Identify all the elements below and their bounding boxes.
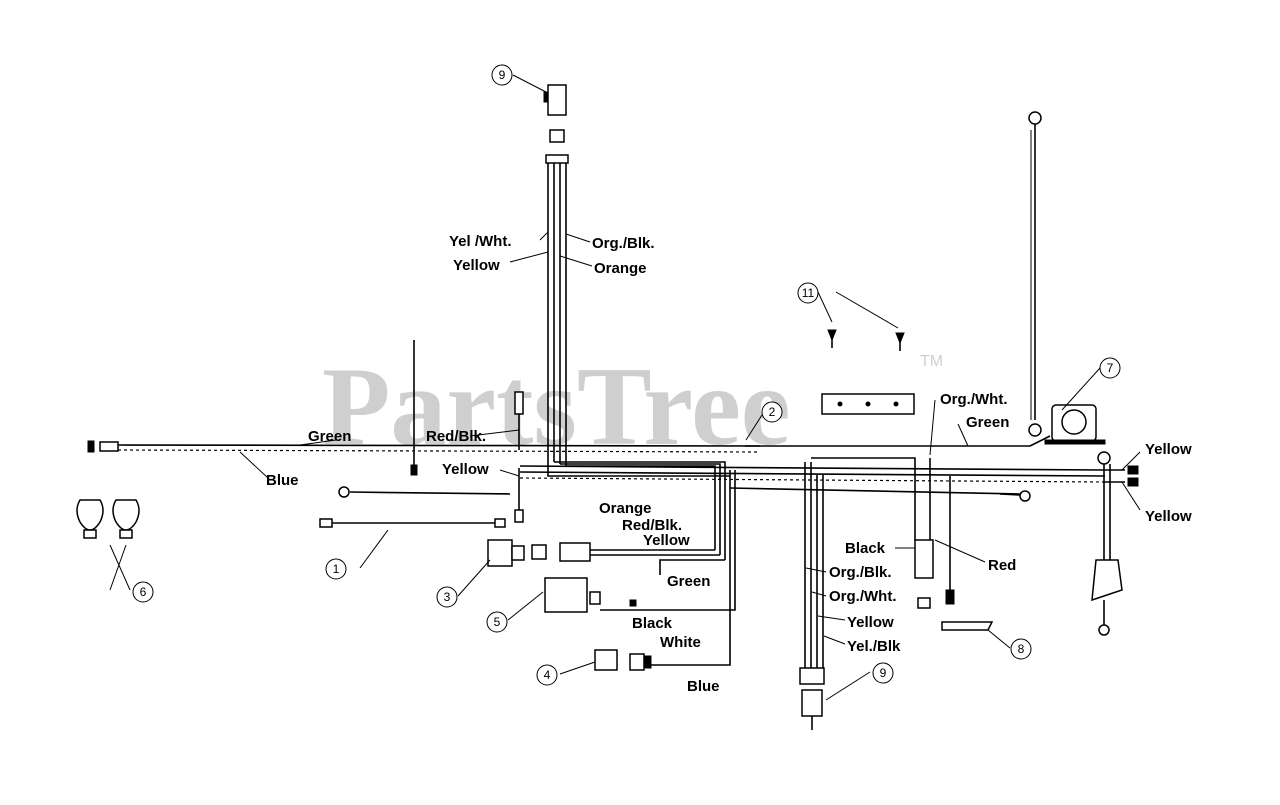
- callout-7: 7: [1099, 357, 1121, 379]
- label-yel-blk-low: Yel./Blk: [847, 638, 901, 655]
- wire-labels: Yel /Wht. Yellow Org./Blk. Orange Green …: [266, 233, 1192, 695]
- label-green-right: Green: [966, 414, 1009, 431]
- label-yellow-low: Yellow: [847, 614, 894, 631]
- right-connector-bottom: [1127, 477, 1139, 487]
- callout-9-top: 9: [491, 64, 513, 86]
- svg-text:3: 3: [444, 590, 451, 604]
- label-org-blk-top: Org./Blk.: [592, 235, 655, 252]
- interlock-8: [914, 539, 994, 631]
- key-switch: [1091, 451, 1123, 636]
- label-org-wht-low: Org./Wht.: [829, 588, 897, 605]
- label-yel-wht-top: Yel /Wht.: [449, 233, 512, 250]
- callouts: 9 11 7 2 1 6 3 5: [132, 64, 1121, 686]
- svg-text:8: 8: [1018, 642, 1025, 656]
- svg-text:7: 7: [1107, 361, 1114, 375]
- watermark: PartsTree: [322, 345, 791, 469]
- label-green-mid: Green: [667, 573, 710, 590]
- main-harness: [87, 160, 1139, 670]
- label-yellow-top: Yellow: [453, 257, 500, 274]
- callout-4: 4: [536, 664, 558, 686]
- screws: [827, 329, 905, 351]
- label-yellow-sw: Yellow: [643, 532, 690, 549]
- switch-4: [594, 649, 652, 671]
- callout-6: 6: [132, 581, 154, 603]
- svg-text:9: 9: [499, 68, 506, 82]
- label-org-blk-low: Org./Blk.: [829, 564, 892, 581]
- label-blue-left: Blue: [266, 472, 299, 489]
- label-org-wht-right: Org./Wht.: [940, 391, 1008, 408]
- label-black-right: Black: [845, 540, 886, 557]
- svg-text:5: 5: [494, 615, 501, 629]
- label-yellow-right-bot: Yellow: [1145, 508, 1192, 525]
- left-connector: [87, 440, 95, 453]
- callout-3: 3: [436, 586, 458, 608]
- connector-bottom: [799, 667, 825, 730]
- leader-lines: [109, 74, 1141, 701]
- label-green-left: Green: [308, 428, 351, 445]
- callout-1: 1: [325, 558, 347, 580]
- bulbs: [76, 499, 140, 539]
- label-red-blk-sw: Red/Blk.: [622, 517, 682, 534]
- callout-9-bottom: 9: [872, 662, 894, 684]
- label-red-blk-mid: Red/Blk.: [426, 428, 486, 445]
- svg-text:2: 2: [769, 405, 776, 419]
- label-blue-bottom: Blue: [687, 678, 720, 695]
- svg-text:6: 6: [140, 585, 147, 599]
- label-white-mid: White: [660, 634, 701, 651]
- svg-text:9: 9: [880, 666, 887, 680]
- label-orange-top: Orange: [594, 260, 647, 277]
- connector-top: [543, 84, 569, 164]
- svg-text:11: 11: [802, 286, 815, 300]
- module-5: [544, 577, 637, 613]
- svg-text:4: 4: [544, 668, 551, 682]
- label-orange-mid: Orange: [599, 500, 652, 517]
- right-connector-top: [1127, 465, 1139, 475]
- svg-text:1: 1: [333, 562, 340, 576]
- bracket: [821, 393, 915, 415]
- watermark-trademark: TM: [920, 353, 943, 370]
- callout-11: 11: [797, 282, 819, 304]
- label-black-mid: Black: [632, 615, 673, 632]
- solenoid: [1044, 404, 1106, 445]
- switch-3: [487, 539, 591, 567]
- callout-5: 5: [486, 611, 508, 633]
- label-red-right: Red: [988, 557, 1016, 574]
- battery-cable-right: [1028, 111, 1042, 437]
- left-connector-housing: [99, 441, 119, 452]
- callout-8: 8: [1010, 638, 1032, 660]
- callout-2: 2: [761, 401, 783, 423]
- label-yellow-right-top: Yellow: [1145, 441, 1192, 458]
- label-yellow-mid: Yellow: [442, 461, 489, 478]
